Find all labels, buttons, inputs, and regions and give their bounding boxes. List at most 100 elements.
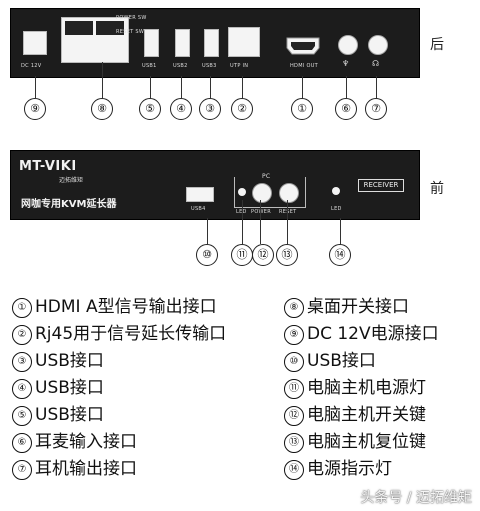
- pc-label: PC: [262, 173, 271, 180]
- callout-line: [35, 76, 36, 98]
- callout-line: [302, 76, 303, 98]
- legend-number: ⑦: [12, 460, 32, 480]
- legend-text: 桌面开关接口: [307, 297, 409, 317]
- dc-jack-port: [23, 31, 47, 55]
- callout-14: ⑭: [329, 244, 351, 266]
- callout-4: ④: [170, 98, 192, 120]
- legend-text: USB接口: [35, 405, 104, 425]
- usb2-port: [175, 29, 190, 57]
- usb1-label: USB1: [142, 63, 157, 69]
- legend-text: USB接口: [35, 378, 104, 398]
- callout-line: [340, 218, 341, 244]
- callout-8: ⑧: [91, 98, 113, 120]
- receiver-badge: RECEIVER: [358, 179, 404, 192]
- headphone-jack-port: [368, 35, 388, 55]
- back-side-label: 后: [430, 37, 444, 53]
- legend-text: 电脑主机复位键: [307, 432, 426, 452]
- usb4-port: [186, 187, 214, 202]
- callout-11: ⑪: [231, 244, 253, 266]
- brand-sub: 迈拓维矩: [59, 177, 84, 184]
- utp-label: UTP IN: [230, 63, 249, 69]
- callout-line: [207, 218, 208, 244]
- power-label: POWER: [251, 209, 272, 215]
- legend-number: ⑬: [284, 433, 304, 453]
- pc-group-frame: [234, 177, 306, 208]
- led-label: LED: [236, 209, 247, 215]
- legend-text: HDMI A型信号输出接口: [35, 297, 217, 317]
- legend-number: ⑭: [284, 460, 304, 480]
- power-indicator-led: [332, 187, 340, 195]
- legend-number: ②: [12, 325, 32, 345]
- legend-text: 电脑主机开关键: [307, 405, 426, 425]
- callout-6: ⑥: [335, 98, 357, 120]
- callout-line: [210, 76, 211, 98]
- legend-text: 耳麦输入接口: [35, 432, 137, 452]
- legend-number: ⑤: [12, 406, 32, 426]
- brand-logo: MT-VIKI: [19, 159, 77, 174]
- led2-label: LED: [331, 206, 342, 212]
- callout-13: ⑬: [276, 244, 298, 266]
- hdmi-label: HDMI OUT: [290, 63, 319, 69]
- usb4-label: USB4: [191, 206, 206, 212]
- rj45-port: [228, 27, 260, 57]
- headphone-icon: ☊: [372, 59, 380, 68]
- callout-10: ⑩: [196, 244, 218, 266]
- callout-5: ⑤: [139, 98, 161, 120]
- usb1-port: [144, 29, 159, 57]
- legend-text: 电源指示灯: [307, 459, 392, 479]
- callout-2: ②: [231, 98, 253, 120]
- back-panel: DC 12V POWER SW RESET SW USB1 USB2 USB3 …: [10, 8, 420, 78]
- callout-3: ③: [199, 98, 221, 120]
- hdmi-port: [286, 37, 320, 55]
- callout-line: [346, 76, 347, 98]
- legend-text: USB接口: [307, 351, 376, 371]
- callout-9: ⑨: [24, 98, 46, 120]
- reset-sw-label: RESET SW: [116, 29, 145, 35]
- legend-number: ⑪: [284, 379, 304, 399]
- reset-button: [279, 183, 299, 203]
- callout-line: [102, 62, 103, 98]
- desktop-switch-terminal: [61, 17, 129, 63]
- product-name: 网咖专用KVM延长器: [21, 199, 117, 210]
- legend-number: ①: [12, 298, 32, 318]
- callout-line: [181, 76, 182, 98]
- legend-number: ⑥: [12, 433, 32, 453]
- callout-line: [287, 200, 288, 244]
- mic-icon: ♆: [342, 59, 350, 68]
- callout-line: [242, 200, 243, 244]
- front-panel: MT-VIKI 迈拓维矩 网咖专用KVM延长器 USB4 PC LED POWE…: [10, 150, 420, 220]
- callout-12: ⑫: [252, 244, 274, 266]
- mic-jack-port: [338, 35, 358, 55]
- legend-number: ⑧: [284, 298, 304, 318]
- legend-number: ⑩: [284, 352, 304, 372]
- callout-line: [376, 76, 377, 98]
- callout-1: ①: [291, 98, 313, 120]
- legend-text: DC 12V电源接口: [307, 324, 439, 344]
- legend-number: ③: [12, 352, 32, 372]
- callout-line: [242, 76, 243, 98]
- callout-line: [150, 76, 151, 98]
- front-side-label: 前: [430, 181, 444, 197]
- callout-7: ⑦: [365, 98, 387, 120]
- usb3-port: [204, 29, 219, 57]
- legend-text: Rj45用于信号延长传输口: [35, 324, 227, 344]
- legend-number: ⑫: [284, 406, 304, 426]
- power-sw-label: POWER SW: [116, 15, 147, 21]
- pc-power-led: [238, 188, 246, 196]
- legend-text: 电脑主机电源灯: [307, 378, 426, 398]
- callout-line: [260, 200, 261, 244]
- legend-number: ④: [12, 379, 32, 399]
